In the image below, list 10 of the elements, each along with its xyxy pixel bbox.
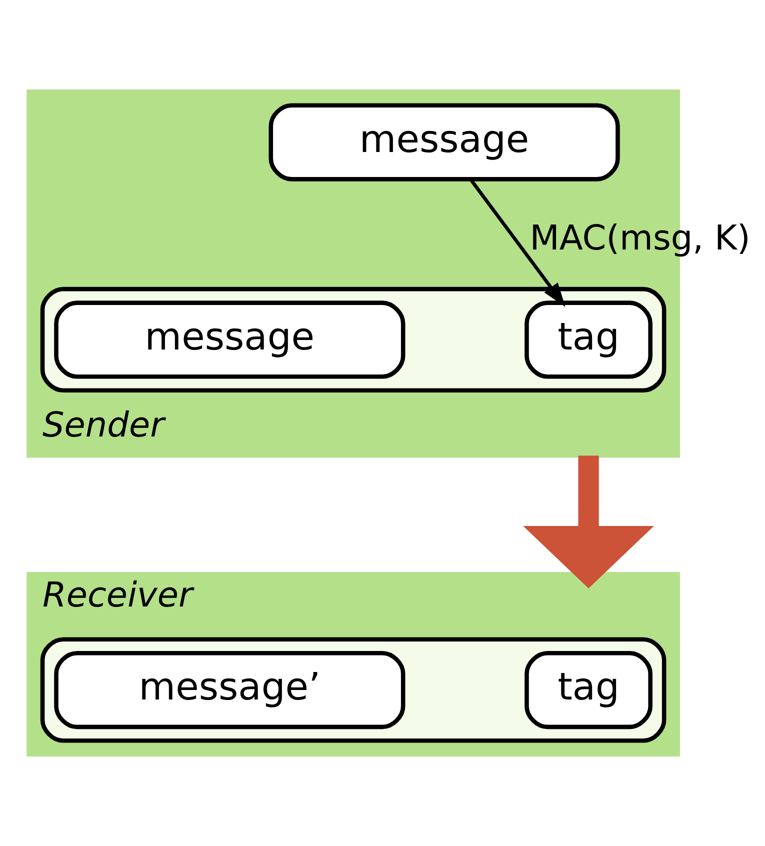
node-box: message (54, 300, 406, 379)
arrow (523, 456, 654, 588)
edge-label: MAC(msg, K) (530, 218, 750, 259)
cluster (40, 286, 666, 393)
node-box: message (268, 103, 620, 182)
node-box: tag (524, 650, 653, 730)
node-box: tag (524, 300, 653, 379)
arrow (469, 178, 566, 307)
node-box: message’ (54, 650, 406, 730)
cluster (40, 637, 666, 743)
